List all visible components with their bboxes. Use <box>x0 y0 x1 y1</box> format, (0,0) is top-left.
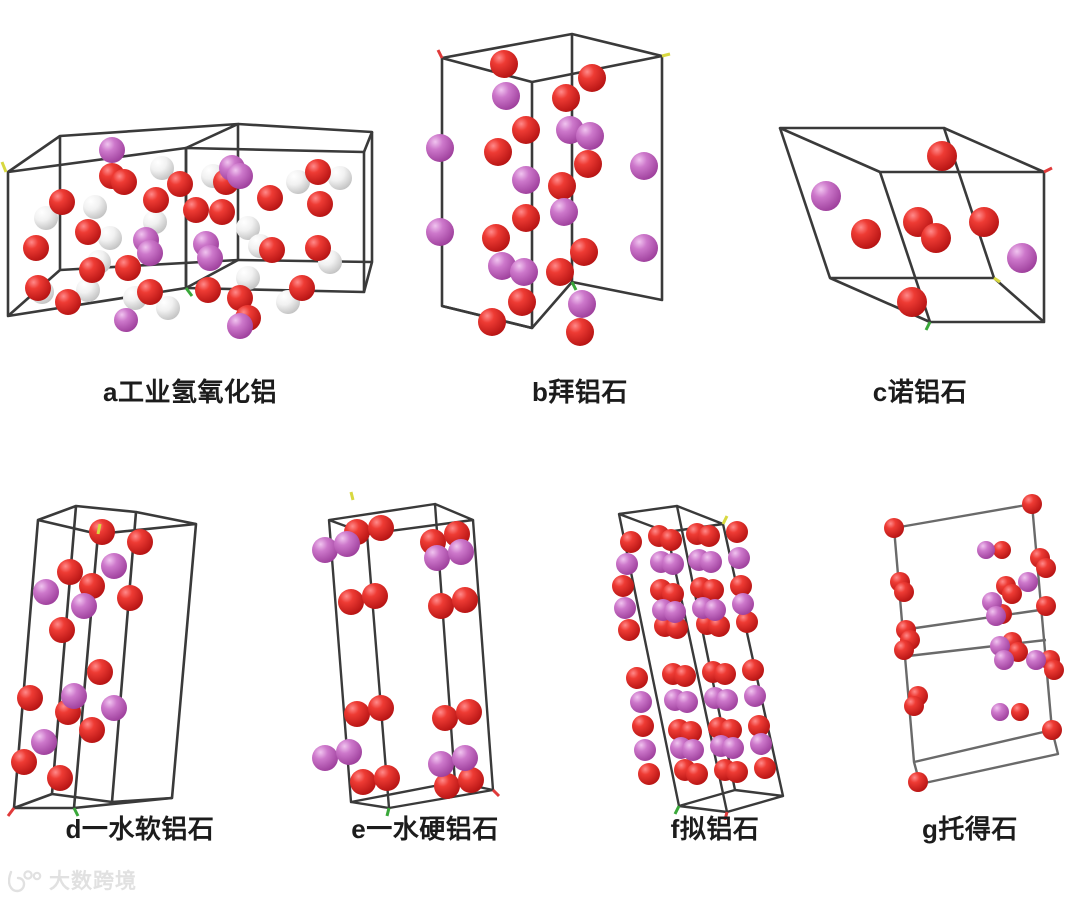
panel-c-svg <box>778 126 1053 331</box>
panel-a-svg <box>0 122 374 339</box>
panel-b: b拜铝石 <box>400 20 760 430</box>
panel-e-svg <box>312 491 501 817</box>
panel-b-svg <box>426 32 671 346</box>
panel-d: d一水软铝石 <box>0 490 280 880</box>
panel-e-caption: e一水硬铝石 <box>351 814 499 844</box>
panel-g: g托得石 <box>860 490 1080 880</box>
aluminium-atoms-b <box>426 82 658 318</box>
panel-c-caption: c诺铝石 <box>872 377 968 407</box>
oxygen-atoms-b <box>478 50 606 346</box>
panel-d-structure <box>0 490 280 820</box>
oxygen-atoms-e <box>338 515 484 799</box>
panel-g-caption: g托得石 <box>922 814 1018 844</box>
panel-e-structure <box>285 490 565 820</box>
oxygen-atoms-a <box>23 159 333 331</box>
panel-f-structure <box>575 490 855 820</box>
axis-markers-d <box>6 523 102 817</box>
aluminium-atoms-c <box>811 181 1037 273</box>
aluminium-atoms-d <box>31 553 127 755</box>
axis-markers-a <box>0 161 194 297</box>
hydrogen-atoms-a <box>30 156 352 320</box>
panel-c: c诺铝石 <box>760 110 1080 430</box>
panel-e: e一水硬铝石 <box>285 490 565 880</box>
panel-g-svg <box>884 494 1064 792</box>
oxygen-atoms-d <box>11 519 153 791</box>
panel-d-svg <box>6 504 198 817</box>
aluminium-atoms-a <box>99 137 253 339</box>
panel-f-svg <box>612 504 785 820</box>
unit-cell-edges-d <box>12 504 198 810</box>
panel-c-structure <box>760 110 1080 350</box>
panel-b-caption: b拜铝石 <box>532 377 628 407</box>
oxygen-atoms-c <box>851 141 999 317</box>
axis-markers-b <box>436 49 671 291</box>
panel-a: a工业氢氧化铝 <box>0 110 380 430</box>
panel-f: f拟铝石 <box>575 490 855 880</box>
aluminium-atoms-g <box>977 541 1046 721</box>
axis-markers-f <box>673 515 729 820</box>
panel-a-caption: a工业氢氧化铝 <box>103 377 277 407</box>
panel-g-structure <box>860 490 1080 820</box>
panel-b-structure <box>400 20 760 360</box>
oxygen-atoms-g <box>884 494 1064 792</box>
axis-markers-c <box>924 166 1053 331</box>
panel-d-caption: d一水软铝石 <box>65 814 215 844</box>
panel-a-structure <box>0 110 380 350</box>
aluminium-atoms-f <box>614 547 772 761</box>
aluminium-atoms-e <box>312 531 478 777</box>
panel-f-caption: f拟铝石 <box>670 814 760 844</box>
axis-markers-e <box>349 491 501 817</box>
